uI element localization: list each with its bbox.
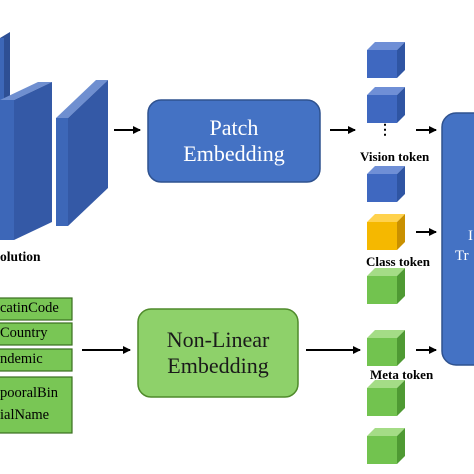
meta-field-label-1: catinCode (0, 300, 59, 316)
meta-token-cube-1 (367, 268, 405, 304)
conv-block-2-top (0, 82, 52, 100)
meta-token-cube-3 (367, 380, 405, 416)
convolution-blocks (0, 32, 108, 240)
vision-token-label: Vision token (360, 149, 430, 164)
conv-block-3 (56, 118, 68, 226)
convolution-label: olution (0, 249, 41, 264)
meta-field-box-3 (0, 348, 73, 372)
nonlinear-embedding-label: Non-Linear Embedding (138, 309, 298, 397)
meta-token-cube-4 (367, 428, 405, 464)
transformer-box (441, 112, 474, 366)
patch-embedding-box (147, 99, 321, 183)
meta-field-label-2: Country (0, 325, 48, 341)
class-token-cube (367, 214, 405, 250)
meta-field-label-3: ndemic (0, 351, 43, 367)
nonlinear-embedding-line1: Non-Linear (166, 326, 270, 352)
transformer-label-line2: Tr (455, 248, 469, 264)
meta-field-label-5: ialName (0, 407, 50, 423)
meta-field-box-4 (0, 376, 73, 434)
meta-field-boxes (0, 297, 73, 434)
transformer-label-line1: I (468, 228, 473, 244)
meta-field-box-1 (0, 297, 73, 321)
conv-block-3-side (68, 80, 108, 226)
class-token-label: Class token (366, 254, 430, 269)
meta-field-label-4: pooralBin (0, 385, 58, 401)
nonlinear-embedding-line2: Embedding (167, 353, 269, 378)
token-column (367, 42, 405, 464)
patch-embedding-label: Patch Embedding (148, 100, 320, 182)
nonlinear-embedding-box (137, 308, 299, 398)
conv-block-2-side (14, 82, 52, 240)
meta-token-label: Meta token (370, 367, 434, 382)
meta-field-box-2 (0, 322, 73, 346)
token-ellipsis: ⋮ (378, 123, 392, 138)
patch-embedding-line2: Embedding (183, 141, 285, 166)
vision-token-cube-1 (367, 42, 405, 78)
conv-block-3-top (56, 80, 108, 118)
meta-token-cube-2 (367, 330, 405, 366)
conv-block-2 (0, 100, 14, 240)
patch-embedding-line1: Patch (209, 114, 259, 140)
vision-token-cube-3 (367, 166, 405, 202)
vision-token-cube-2 (367, 87, 405, 123)
